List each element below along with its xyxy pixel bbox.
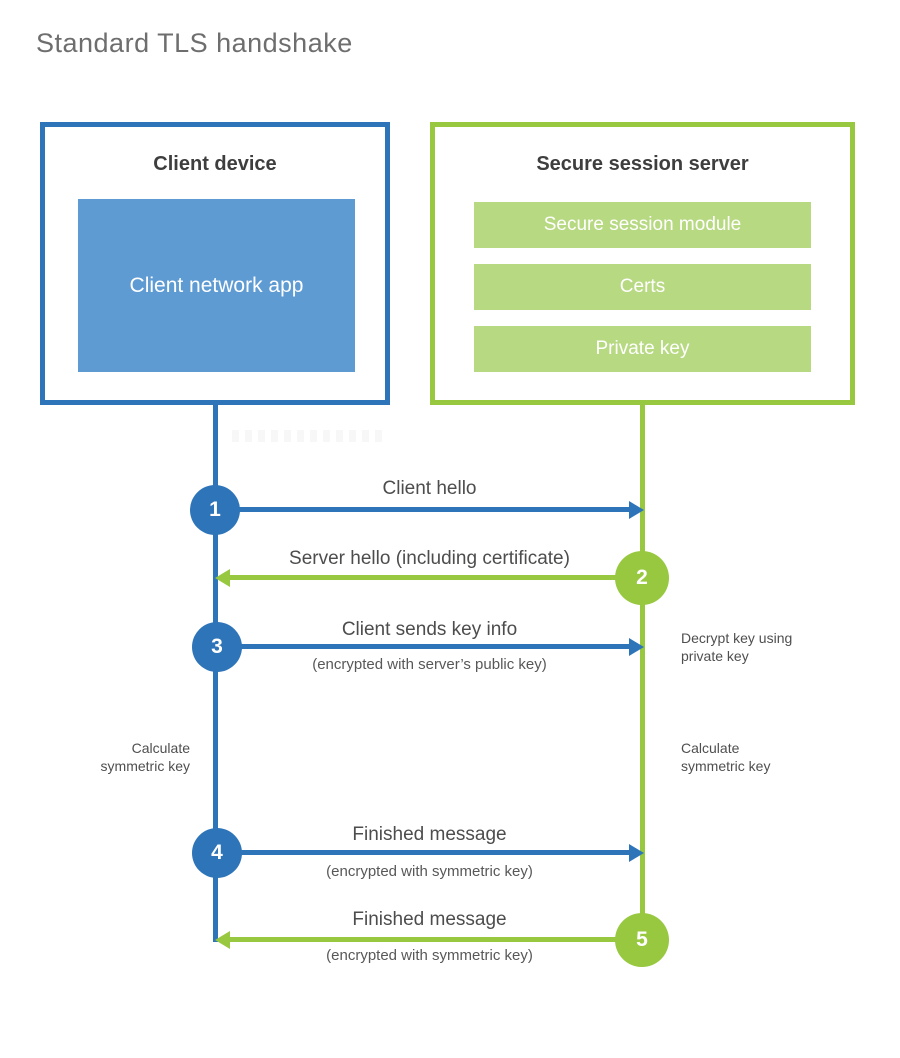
faded-artifact [232, 430, 387, 442]
label-server-hello: Server hello (including certificate) [289, 548, 570, 569]
arrow-head-icon [215, 931, 230, 949]
label-client-hello: Client hello [382, 478, 477, 499]
arrow-shaft [215, 644, 632, 649]
label-finished-message-server: Finished message [352, 909, 507, 930]
client-lifeline [213, 404, 218, 942]
arrow-shaft [215, 507, 632, 512]
sublabel-encrypted-symmetric-key-4: (encrypted with symmetric key) [326, 863, 533, 880]
arrow-finished-message-server [215, 931, 644, 949]
page-title: Standard TLS handshake [36, 28, 353, 58]
step-number: 4 [211, 841, 223, 864]
client-device-box: Client device Client network app [40, 122, 390, 405]
note-calculate-symmetric-key-server: Calculate symmetric key [681, 740, 771, 774]
arrow-client-hello [215, 501, 644, 519]
server-bar-certs: Certs [474, 264, 811, 310]
arrow-head-icon [629, 638, 644, 656]
secure-session-server-box: Secure session server Secure session mod… [430, 122, 855, 405]
client-network-app-box: Client network app [78, 199, 355, 372]
step-circle-1: 1 [190, 485, 240, 535]
step-circle-3: 3 [192, 622, 242, 672]
label-finished-message-client: Finished message [352, 824, 507, 845]
secure-session-server-title: Secure session server [536, 153, 749, 175]
arrow-shaft [227, 575, 644, 580]
sublabel-encrypted-public-key: (encrypted with server’s public key) [312, 656, 547, 673]
client-network-app-label: Client network app [129, 273, 304, 297]
step-circle-5: 5 [615, 913, 669, 967]
server-bar-secure-session-module: Secure session module [474, 202, 811, 248]
client-device-title: Client device [153, 153, 277, 175]
arrow-finished-message-client [215, 844, 644, 862]
step-circle-2: 2 [615, 551, 669, 605]
sublabel-encrypted-symmetric-key-5: (encrypted with symmetric key) [326, 947, 533, 964]
arrow-client-sends-key-info [215, 638, 644, 656]
arrow-head-icon [629, 844, 644, 862]
arrow-shaft [227, 937, 644, 942]
note-decrypt-key: Decrypt key using private key [681, 630, 793, 664]
step-number: 3 [211, 635, 223, 658]
label-client-sends-key-info: Client sends key info [341, 619, 518, 640]
step-circle-4: 4 [192, 828, 242, 878]
step-number: 5 [636, 928, 648, 951]
arrow-head-icon [215, 569, 230, 587]
server-bar-private-key: Private key [474, 326, 811, 372]
arrow-head-icon [629, 501, 644, 519]
arrow-shaft [215, 850, 632, 855]
step-number: 1 [209, 498, 221, 521]
note-calculate-symmetric-key-client: Calculate symmetric key [100, 740, 190, 774]
arrow-server-hello [215, 569, 644, 587]
step-number: 2 [636, 566, 648, 589]
server-lifeline [640, 404, 645, 942]
